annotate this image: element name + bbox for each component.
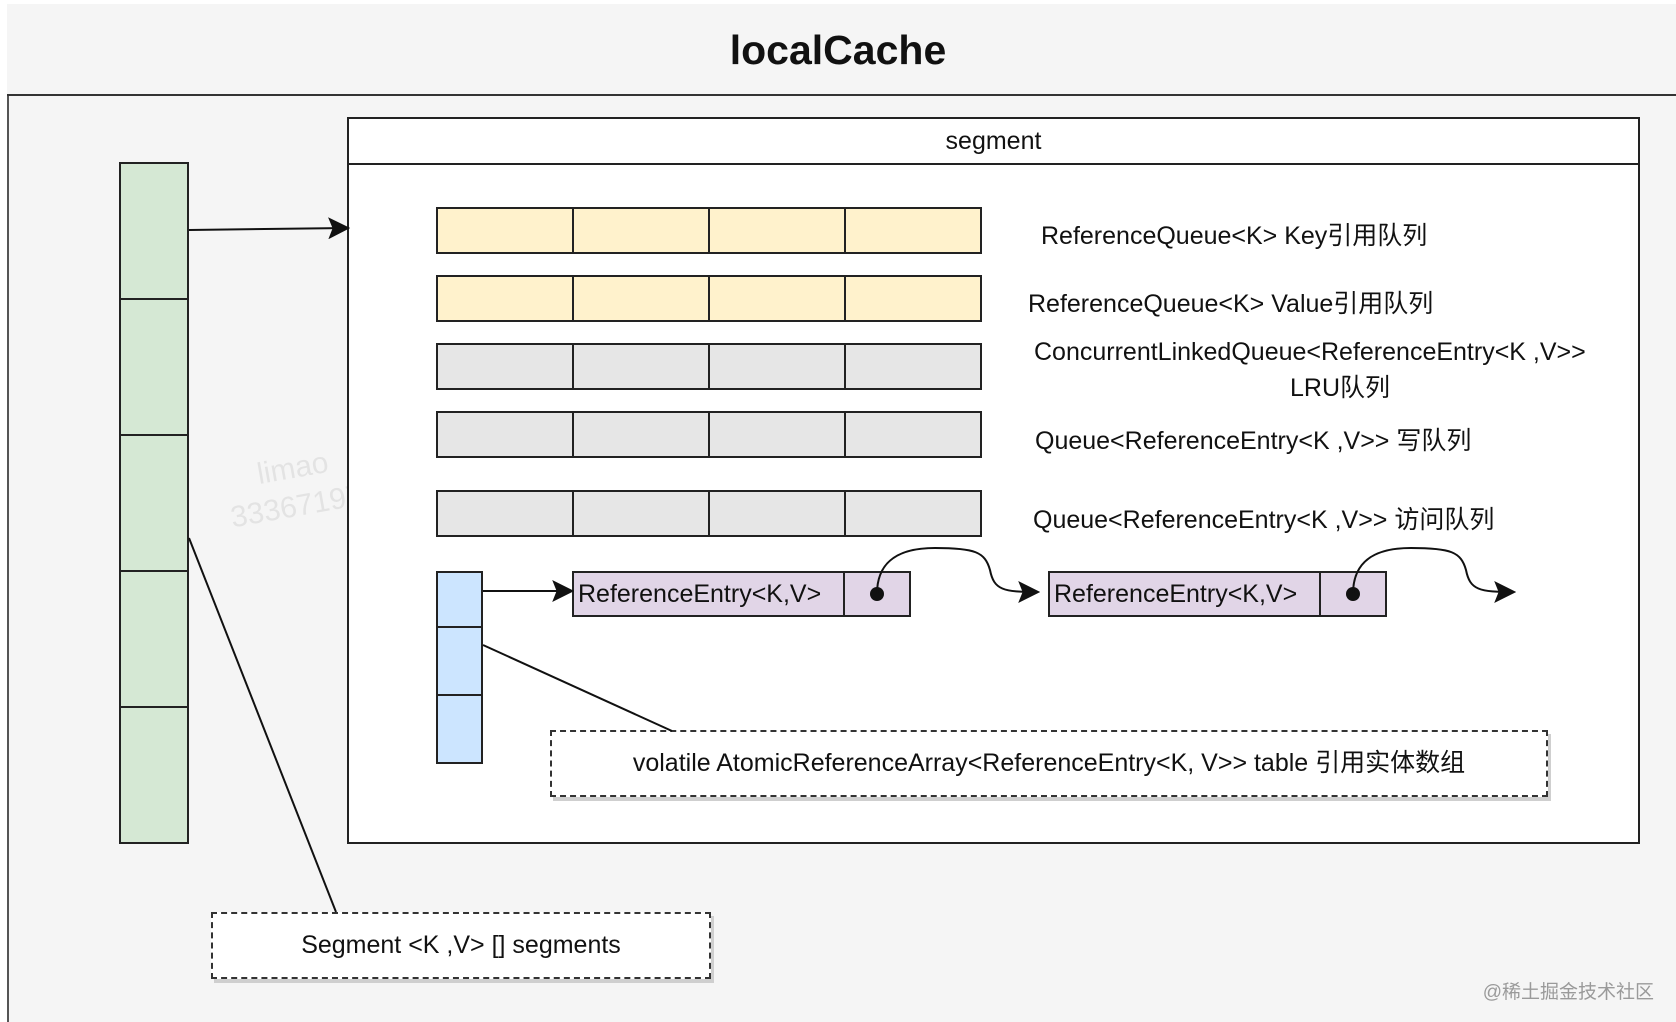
segment-header: segment xyxy=(347,117,1640,165)
reference-entry: ReferenceEntry<K,V> xyxy=(1048,571,1321,617)
queue-cell xyxy=(708,275,846,322)
access-queue-label: Queue<ReferenceEntry<K ,V>> 访问队列 xyxy=(1033,506,1495,534)
source-credit: @稀土掘金技术社区 xyxy=(1482,982,1654,1003)
queue-cell xyxy=(572,207,710,254)
segment-slot xyxy=(119,298,189,436)
segment-slot xyxy=(119,570,189,708)
segments-label-box: Segment <K ,V> [] segments xyxy=(211,912,711,979)
queue-cell xyxy=(844,207,982,254)
segment-slot xyxy=(119,706,189,844)
queue-cell xyxy=(572,343,710,390)
queue-cell xyxy=(844,411,982,458)
value-reference-queue-label: ReferenceQueue<K> Value引用队列 xyxy=(1028,290,1434,318)
queue-cell xyxy=(844,275,982,322)
table-label-box: volatile AtomicReferenceArray<ReferenceE… xyxy=(550,730,1548,797)
queue-cell xyxy=(436,275,574,322)
queue-cell xyxy=(844,343,982,390)
segment-pointer-arrow xyxy=(188,217,351,240)
title-bar xyxy=(7,4,1676,96)
queue-cell xyxy=(708,207,846,254)
queue-cell xyxy=(572,411,710,458)
queue-cell xyxy=(708,343,846,390)
segment-slot xyxy=(119,434,189,572)
segments-label-connector xyxy=(188,537,337,913)
queue-cell xyxy=(708,411,846,458)
reference-entry: ReferenceEntry<K,V> xyxy=(572,571,845,617)
key-reference-queue-label: ReferenceQueue<K> Key引用队列 xyxy=(1041,222,1428,250)
queue-cell xyxy=(436,207,574,254)
write-queue-label: Queue<ReferenceEntry<K ,V>> 写队列 xyxy=(1035,427,1472,455)
queue-cell xyxy=(572,490,710,537)
lru-queue-label-line2: LRU队列 xyxy=(1290,374,1391,402)
table-slot xyxy=(436,626,483,696)
queue-cell xyxy=(436,343,574,390)
diagram-title: localCache xyxy=(729,27,947,73)
queue-cell xyxy=(708,490,846,537)
queue-cell xyxy=(844,490,982,537)
segment-slot xyxy=(119,162,189,300)
next-entry-arrow xyxy=(1352,546,1517,603)
queue-cell xyxy=(436,411,574,458)
table-label-connector xyxy=(482,644,673,732)
table-slot xyxy=(436,694,483,764)
queue-cell xyxy=(436,490,574,537)
next-entry-arrow xyxy=(876,546,1041,603)
lru-queue-label-line1: ConcurrentLinkedQueue<ReferenceEntry<K ,… xyxy=(1034,338,1586,366)
